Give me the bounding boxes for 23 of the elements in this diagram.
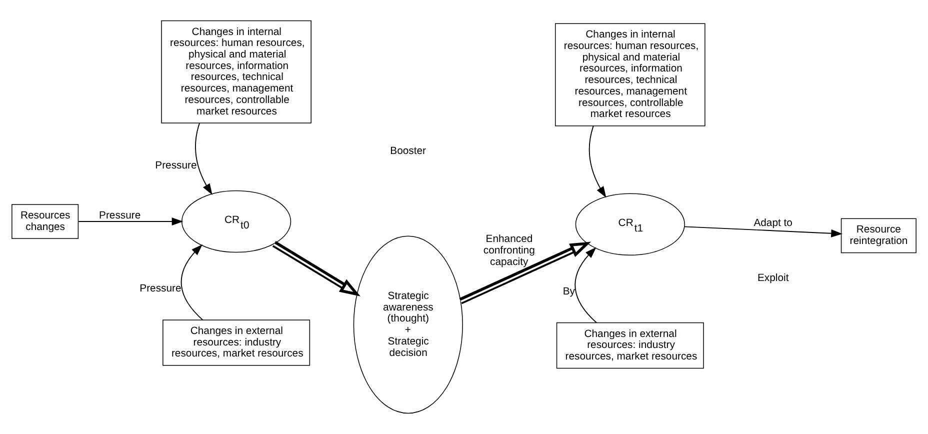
label: Booster bbox=[390, 146, 426, 158]
edge-label: Pressure bbox=[99, 210, 141, 222]
node-box: Resource reintegration bbox=[840, 218, 916, 254]
arrow bbox=[78, 218, 184, 226]
label: Exploit bbox=[757, 272, 789, 284]
node-box: Changes in internal resources: human resources, physical and material resources, information resources, technical resources, management resources, controllable market resources bbox=[554, 23, 706, 126]
arrow bbox=[195, 122, 212, 195]
node-ellipse: Strategic awareness (thought) + Strategic decision bbox=[353, 236, 463, 414]
arrow bbox=[459, 242, 592, 304]
node-box: Changes in internal resources: human resources, physical and material resources, information resources, technical resources, management resources, controllable market resources bbox=[161, 20, 312, 124]
edge-label: Pressure bbox=[140, 284, 182, 295]
node-box: Resources changes bbox=[12, 204, 79, 239]
edge-label: By bbox=[562, 286, 575, 298]
edge-label: Pressure bbox=[155, 160, 197, 172]
edge-label: Adapt to bbox=[754, 218, 792, 230]
arrow bbox=[684, 226, 842, 238]
arrow bbox=[588, 125, 606, 198]
node-box: Changes in external resources: industry resources, market resources bbox=[556, 322, 704, 369]
arrow bbox=[272, 241, 361, 296]
edge-label: Enhanced confronting capacity bbox=[483, 234, 535, 268]
arrow bbox=[574, 247, 598, 324]
arrow bbox=[180, 244, 204, 320]
node-box: Changes in external resources: industry resources, market resources bbox=[162, 320, 310, 366]
